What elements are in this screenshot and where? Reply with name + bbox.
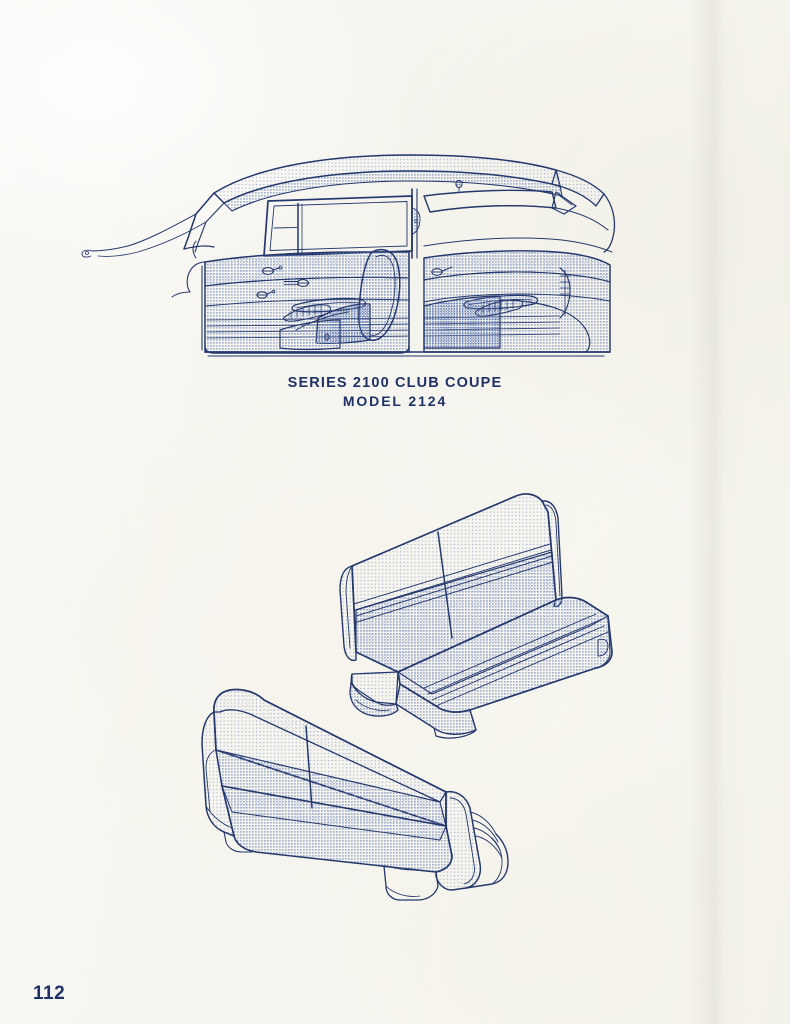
windshield-pillar [81, 192, 225, 258]
vent-window [273, 202, 303, 256]
b-pillar [411, 188, 421, 259]
illustration-caption: SERIES 2100 CLUB COUPE MODEL 2124 [0, 374, 790, 410]
page-number: 112 [33, 983, 66, 1004]
rear-quarter-trim [423, 250, 611, 353]
door-window-frame [263, 195, 413, 257]
headliner [213, 154, 605, 212]
rear-window [423, 189, 616, 253]
front-bench-seat-illustration [339, 493, 613, 739]
dome-light [455, 179, 463, 192]
car-interior-cutaway-illustration [81, 154, 616, 357]
caption-line-model-number: MODEL 2124 [342, 392, 448, 409]
caption-line-series-model: SERIES 2100 CLUB COUPE [287, 375, 503, 391]
